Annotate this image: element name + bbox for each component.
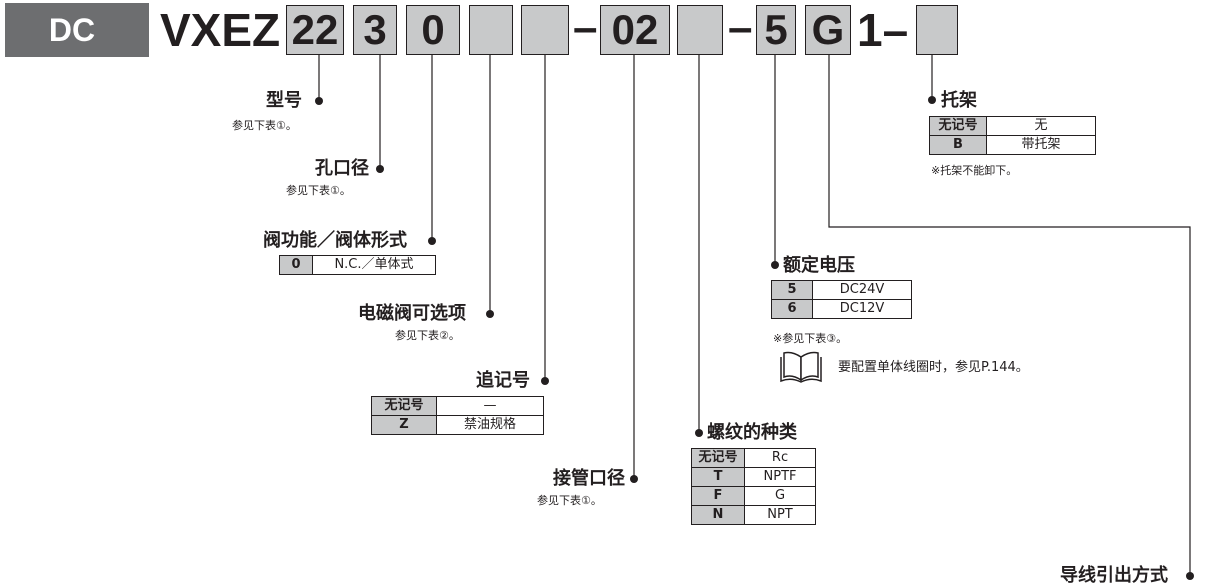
- box-suffix: [521, 5, 569, 55]
- suffix-row: 无记号 —: [371, 396, 544, 416]
- thread-table: 无记号 Rc T NPTF F G N NPT: [691, 448, 816, 525]
- bullet-function: [428, 237, 436, 245]
- voltage-note: ※参见下表③。: [773, 332, 848, 345]
- bullet-pipe: [630, 475, 638, 483]
- label-function-title: 阀功能／阀体形式: [263, 230, 407, 251]
- voltage-value: DC12V: [812, 299, 912, 319]
- open-book-icon: [780, 351, 822, 383]
- label-pipe-title: 接管口径: [553, 468, 625, 489]
- bullet-lead: [1186, 572, 1194, 580]
- model-prefix: VXEZ: [160, 4, 281, 56]
- bullet-bracket: [928, 96, 936, 104]
- function-row: 0 N.C.／单体式: [279, 255, 436, 275]
- label-model-title: 型号: [266, 90, 302, 111]
- voltage-key: 5: [771, 280, 813, 300]
- voltage-key: 6: [771, 299, 813, 319]
- thread-value: G: [744, 486, 816, 506]
- voltage-table: 5 DC24V 6 DC12V: [771, 280, 912, 319]
- dash-1: –: [573, 3, 598, 52]
- thread-key: 无记号: [691, 448, 745, 468]
- bullet-suffix: [541, 377, 549, 385]
- label-option-title: 电磁阀可选项: [358, 303, 466, 324]
- voltage-ref: 要配置单体线圈时，参见P.144。: [838, 360, 1029, 375]
- thread-value: NPTF: [744, 467, 816, 487]
- voltage-row: 6 DC12V: [771, 299, 912, 319]
- voltage-row: 5 DC24V: [771, 280, 912, 300]
- label-voltage-title: 额定电压: [783, 255, 855, 276]
- box-thread: [677, 5, 723, 55]
- dc-badge: DC: [5, 3, 149, 57]
- label-lead-title: 导线引出方式: [1060, 565, 1168, 586]
- box-function: 0: [406, 5, 460, 55]
- box-port: 3: [353, 5, 397, 55]
- dash-2: –: [728, 3, 753, 52]
- suffix-table: 无记号 — Z 禁油规格: [371, 396, 544, 435]
- suffix-row: Z 禁油规格: [371, 415, 544, 435]
- bracket-row: B 带托架: [929, 135, 1096, 155]
- suffix-1-dash: 1–: [857, 4, 909, 56]
- suffix-value: 禁油规格: [436, 415, 544, 435]
- thread-row: F G: [691, 486, 816, 506]
- bracket-key: B: [929, 135, 987, 155]
- bracket-note: ※托架不能卸下。: [931, 164, 1018, 177]
- label-port-title: 孔口径: [315, 158, 369, 179]
- voltage-value: DC24V: [812, 280, 912, 300]
- thread-key: T: [691, 467, 745, 487]
- thread-key: N: [691, 505, 745, 525]
- label-bracket-title: 托架: [941, 90, 977, 111]
- box-voltage: 5: [756, 5, 796, 55]
- bracket-table: 无记号 无 B 带托架: [929, 116, 1096, 155]
- function-value: N.C.／单体式: [312, 255, 436, 275]
- bracket-key: 无记号: [929, 116, 987, 136]
- thread-key: F: [691, 486, 745, 506]
- bracket-value: 无: [986, 116, 1096, 136]
- thread-value: NPT: [744, 505, 816, 525]
- thread-row: N NPT: [691, 505, 816, 525]
- thread-row: T NPTF: [691, 467, 816, 487]
- box-bracket: [916, 5, 958, 55]
- box-g: G: [805, 5, 851, 55]
- label-option-note: 参见下表②。: [395, 329, 460, 342]
- box-option: [469, 5, 513, 55]
- suffix-value: —: [436, 396, 544, 416]
- label-thread-title: 螺纹的种类: [707, 422, 797, 443]
- function-table: 0 N.C.／单体式: [279, 255, 436, 275]
- box-model: 22: [286, 5, 344, 55]
- label-pipe-note: 参见下表①。: [537, 494, 602, 507]
- suffix-key: Z: [371, 415, 437, 435]
- thread-value: Rc: [744, 448, 816, 468]
- box-pipe: 02: [600, 5, 670, 55]
- label-port-note: 参见下表①。: [286, 184, 351, 197]
- suffix-key: 无记号: [371, 396, 437, 416]
- function-key: 0: [279, 255, 313, 275]
- bullet-option: [486, 310, 494, 318]
- bullet-thread: [695, 429, 703, 437]
- bullet-voltage: [771, 261, 779, 269]
- bullet-model: [315, 97, 323, 105]
- bracket-value: 带托架: [986, 135, 1096, 155]
- label-suffix-title: 追记号: [476, 370, 530, 391]
- bracket-row: 无记号 无: [929, 116, 1096, 136]
- thread-row: 无记号 Rc: [691, 448, 816, 468]
- label-model-note: 参见下表①。: [232, 119, 297, 132]
- bullet-port: [376, 165, 384, 173]
